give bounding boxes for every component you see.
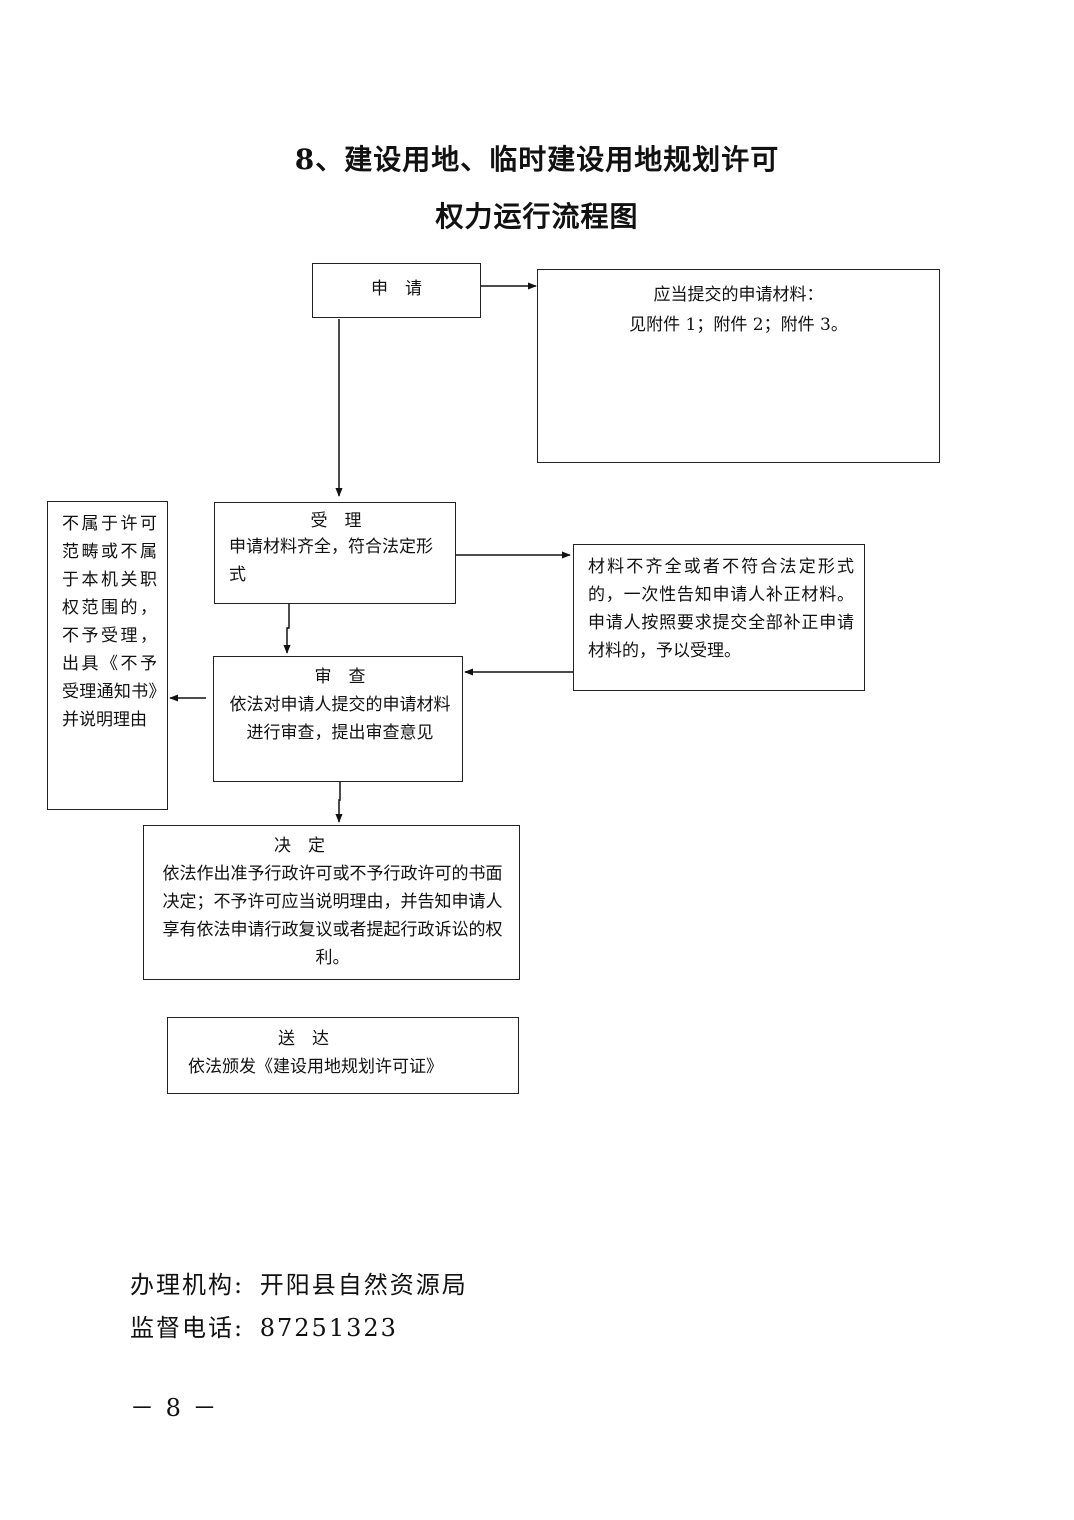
footer-phone-value: 87251323: [259, 1314, 398, 1342]
node-materials: 应当提交的申请材料： 见附件 1；附件 2；附件 3。: [537, 269, 940, 463]
node-materials-line2: 见附件 1；附件 2；附件 3。: [629, 315, 848, 335]
node-review: 审 查 依法对申请人提交的申请材料进行审查，提出审查意见: [213, 656, 463, 782]
footer-org: 办理机构: 开阳县自然资源局: [130, 1265, 468, 1300]
node-deliver: 送 达 依法颁发《建设用地规划许可证》: [167, 1017, 519, 1094]
node-materials-line1: 应当提交的申请材料：: [653, 285, 824, 305]
node-supplement-body: 材料不齐全或者不符合法定形式的，一次性告知申请人补正材料。申请人按照要求提交全部…: [588, 557, 854, 661]
footer-phone-label: 监督电话:: [130, 1314, 245, 1342]
page-title: 8、建设用地、临时建设用地规划许可: [294, 143, 780, 176]
footer-org-value: 开阳县自然资源局: [259, 1271, 468, 1299]
node-deliver-body: 依法颁发《建设用地规划许可证》: [188, 1057, 443, 1077]
node-accept: 受 理 申请材料齐全，符合法定形式: [214, 502, 456, 604]
node-accept-body: 申请材料齐全，符合法定形式: [229, 537, 433, 585]
footer-org-label: 办理机构:: [130, 1271, 245, 1299]
node-decide-body: 依法作出准予行政许可或不予行政许可的书面决定；不予许可应当说明理由，并告知申请人…: [162, 864, 503, 968]
arrow-accept-to-review: [283, 604, 291, 654]
node-review-body: 依法对申请人提交的申请材料进行审查，提出审查意见: [229, 695, 451, 743]
node-reject-body: 不属于许可范畴或不属于本机关职权范围的，不予受理，出具《不予受理通知书》并说明理…: [62, 514, 157, 730]
node-supplement: 材料不齐全或者不符合法定形式的，一次性告知申请人补正材料。申请人按照要求提交全部…: [573, 544, 865, 691]
page-subtitle: 权力运行流程图: [435, 200, 639, 233]
node-accept-heading: 受 理: [310, 511, 362, 531]
node-reject: 不属于许可范畴或不属于本机关职权范围的，不予受理，出具《不予受理通知书》并说明理…: [47, 501, 168, 810]
node-apply: 申 请: [312, 263, 481, 318]
footer-phone: 监督电话: 87251323: [130, 1308, 398, 1343]
node-deliver-heading: 送 达: [278, 1029, 329, 1049]
arrow-review-to-decide: [335, 782, 343, 823]
node-decide: 决 定 依法作出准予行政许可或不予行政许可的书面决定；不予许可应当说明理由，并告…: [143, 825, 520, 980]
node-decide-heading: 决 定: [274, 836, 325, 856]
node-review-heading: 审 查: [314, 667, 366, 687]
page-number: － 8 －: [130, 1394, 219, 1422]
node-apply-heading: 申 请: [371, 279, 422, 299]
